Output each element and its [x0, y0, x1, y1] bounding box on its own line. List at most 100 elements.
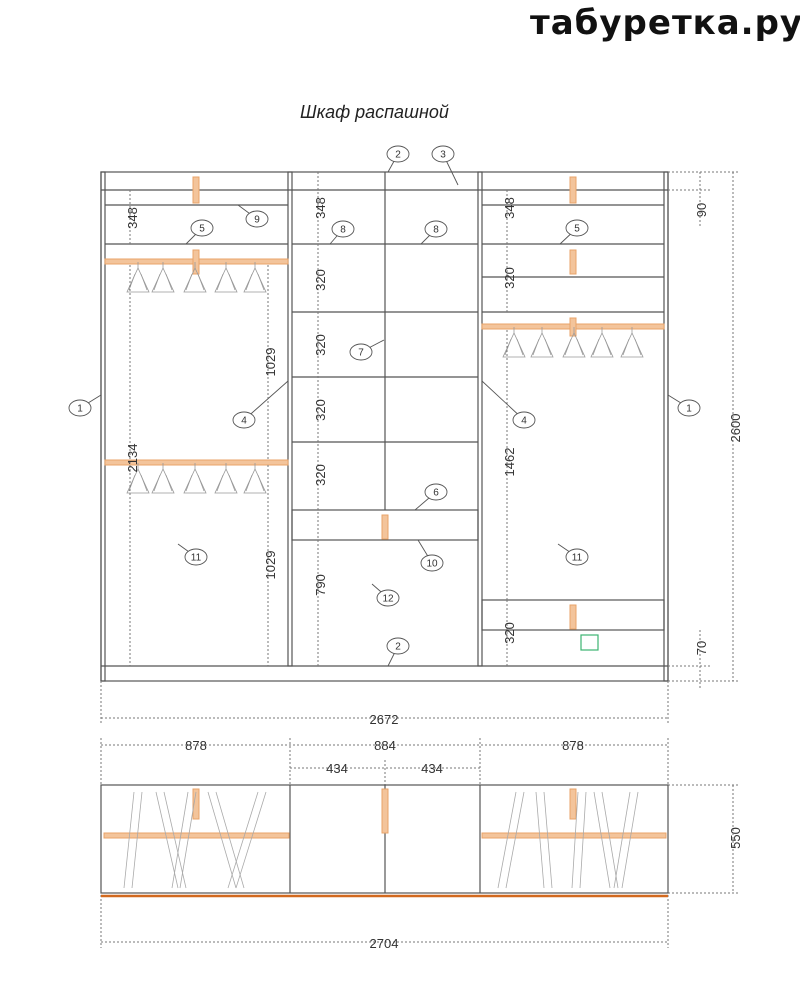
hanger-top-icon: [123, 791, 143, 889]
callout-c9: 9: [237, 204, 269, 228]
dim-center-section-width: 884: [374, 738, 396, 753]
hanger-icon: [126, 463, 150, 494]
callout-c1-right: 1: [667, 394, 701, 417]
dim-center-shelf-3: 320: [313, 399, 328, 421]
callout-c11-left: 11: [177, 543, 208, 566]
callout-c10: 10: [417, 539, 444, 572]
callout-label: 1: [686, 404, 692, 415]
partition-right: [477, 171, 483, 667]
dim-left-lower-hang: 1029: [263, 551, 278, 580]
callout-c2-top: 2: [386, 145, 410, 173]
hanger-icon: [126, 262, 150, 293]
hanger-icon: [620, 327, 644, 358]
callout-label: 9: [254, 215, 260, 226]
callout-label: 7: [358, 348, 364, 359]
vertical-dimension-texts: 348 2134 1029 1029 348 320 320 320 320 7…: [125, 197, 743, 849]
top-view: [100, 784, 669, 894]
dim-center-shelf-2: 320: [313, 334, 328, 356]
callout-c12: 12: [371, 583, 400, 607]
hanger-icon: [214, 262, 238, 293]
hanger-top-icon: [571, 791, 587, 889]
dim-center-shelf-1: 320: [313, 269, 328, 291]
callout-label: 8: [433, 225, 439, 236]
hanger-top-icon: [155, 791, 187, 889]
hanger-icon: [183, 262, 207, 293]
hanger-icon: [183, 463, 207, 494]
callout-c5-right: 5: [559, 219, 589, 245]
dim-center-door-right: 434: [421, 761, 443, 776]
dim-left-top-shelf: 348: [125, 207, 140, 229]
callout-label: 11: [191, 553, 202, 564]
callout-label: 5: [199, 224, 205, 235]
dim-center-door-left: 434: [326, 761, 348, 776]
callout-label: 6: [433, 488, 439, 499]
callout-label: 2: [395, 150, 401, 161]
right-side-panel: [663, 171, 669, 682]
partition-left: [287, 171, 293, 667]
site-logo: табуретка.ру: [530, 3, 800, 43]
dim-right-shelf-1: 320: [502, 267, 517, 289]
hanger-icon: [530, 327, 554, 358]
drawing-title: Шкаф распашной: [300, 102, 449, 122]
callout-label: 5: [574, 224, 580, 235]
dim-center-top-shelf: 348: [313, 197, 328, 219]
dim-total-width-front: 2672: [370, 712, 399, 727]
callout-c6: 6: [414, 483, 448, 511]
dim-total-height: 2600: [728, 414, 743, 443]
dim-right-section-width: 878: [562, 738, 584, 753]
callout-label: 11: [572, 553, 583, 564]
callout-c8-right: 8: [420, 220, 448, 245]
dim-depth: 550: [728, 827, 743, 849]
dim-center-bottom: 790: [313, 574, 328, 596]
callout-c7: 7: [349, 339, 385, 361]
top-view-hangers: [123, 791, 639, 889]
dim-right-top-shelf: 348: [502, 197, 517, 219]
callout-label: 3: [440, 150, 446, 161]
dim-center-shelf-4: 320: [313, 464, 328, 486]
internal-dimension-lines: [129, 172, 508, 666]
callout-c2-bottom: 2: [386, 637, 410, 667]
hanger-top-icon: [593, 791, 619, 889]
hanger-top-icon: [171, 791, 197, 889]
dim-right-hang: 1462: [502, 448, 517, 477]
front-view: [100, 171, 669, 682]
callout-label: 4: [521, 416, 527, 427]
callout-c4-left: 4: [232, 380, 289, 429]
hanger-icon: [590, 327, 614, 358]
hanger-icon: [243, 262, 267, 293]
dim-left-section-width: 878: [185, 738, 207, 753]
dim-plinth: 70: [694, 641, 709, 655]
hangers: [126, 262, 644, 494]
hanger-top-icon: [227, 791, 267, 889]
hanger-top-icon: [535, 791, 553, 889]
callout-c11-right: 11: [557, 543, 589, 566]
callout-label: 2: [395, 642, 401, 653]
hanger-top-icon: [613, 791, 639, 889]
hanger-icon: [214, 463, 238, 494]
hanger-icon: [562, 327, 586, 358]
dim-cornice: 90: [694, 203, 709, 217]
top-view-rails: [103, 788, 667, 839]
dim-left-upper-hang: 1029: [263, 348, 278, 377]
callout-label: 10: [426, 559, 438, 570]
green-marker: [580, 634, 599, 651]
outer-dimension-lines: [100, 171, 740, 948]
callout-label: 1: [77, 404, 83, 415]
hanger-icon: [502, 327, 526, 358]
dim-left-total-hang: 2134: [125, 444, 140, 473]
horizontal-dimension-texts: 2672 878 884 878 434 434 2704: [185, 712, 584, 951]
rail-left-lower: [104, 459, 289, 466]
hanger-top-icon: [207, 791, 245, 889]
callout-c3: 3: [431, 145, 459, 186]
callout-c5-left: 5: [185, 219, 214, 245]
dim-right-bottom-shelf: 320: [502, 622, 517, 644]
callout-c4-right: 4: [481, 380, 536, 429]
callout-c8-left: 8: [329, 220, 355, 245]
callout-label: 4: [241, 416, 247, 427]
hanger-icon: [243, 463, 267, 494]
left-side-panel: [100, 171, 106, 682]
hanger-top-icon: [497, 791, 525, 889]
hanger-icon: [151, 262, 175, 293]
